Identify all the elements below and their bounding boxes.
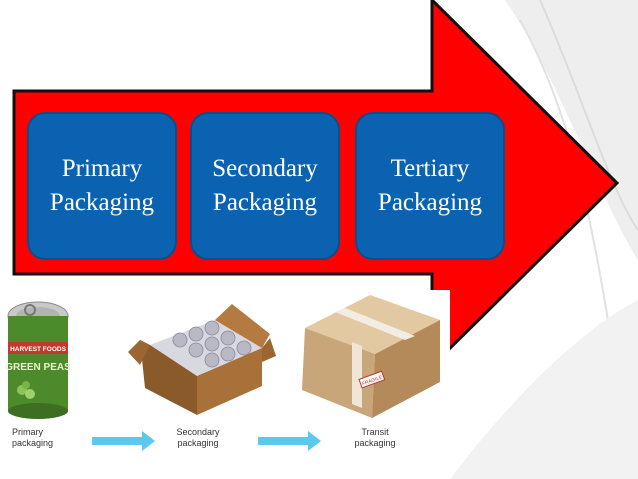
can-icon: HARVEST FOODS GREEN PEAS: [5, 301, 71, 419]
caption-line: packaging: [354, 438, 396, 448]
caption-line: packaging: [12, 438, 54, 448]
caption-line: packaging: [177, 438, 219, 448]
caption-primary: Primary packaging: [12, 427, 72, 449]
caption-line: Transit: [361, 427, 389, 437]
stage-box-secondary: Secondary Packaging: [190, 112, 340, 260]
caption-secondary: Secondary packaging: [168, 427, 228, 449]
stage-label: Secondary: [212, 155, 318, 183]
stage-label: Packaging: [377, 189, 483, 216]
stage-label: Tertiary: [390, 155, 470, 183]
packaging-illustration: HARVEST FOODS GREEN PEAS: [0, 290, 450, 479]
flow-arrow-icon: [92, 431, 155, 451]
caption-transit: Transit packaging: [345, 427, 405, 449]
open-box-icon: [128, 304, 276, 415]
shipping-box-icon: FRAGILE: [302, 295, 440, 418]
stage-box-primary: Primary Packaging: [27, 112, 177, 260]
can-brand-label: HARVEST FOODS: [10, 346, 67, 353]
can-product-label: GREEN PEAS: [5, 362, 71, 373]
stage-label: Primary: [61, 155, 143, 183]
caption-line: Secondary: [176, 427, 220, 437]
stage-box-tertiary: Tertiary Packaging: [355, 112, 505, 260]
stage-label: Packaging: [49, 189, 155, 216]
caption-line: Primary: [12, 427, 43, 437]
flow-arrow-icon: [258, 431, 321, 451]
stage-label: Packaging: [212, 189, 318, 216]
